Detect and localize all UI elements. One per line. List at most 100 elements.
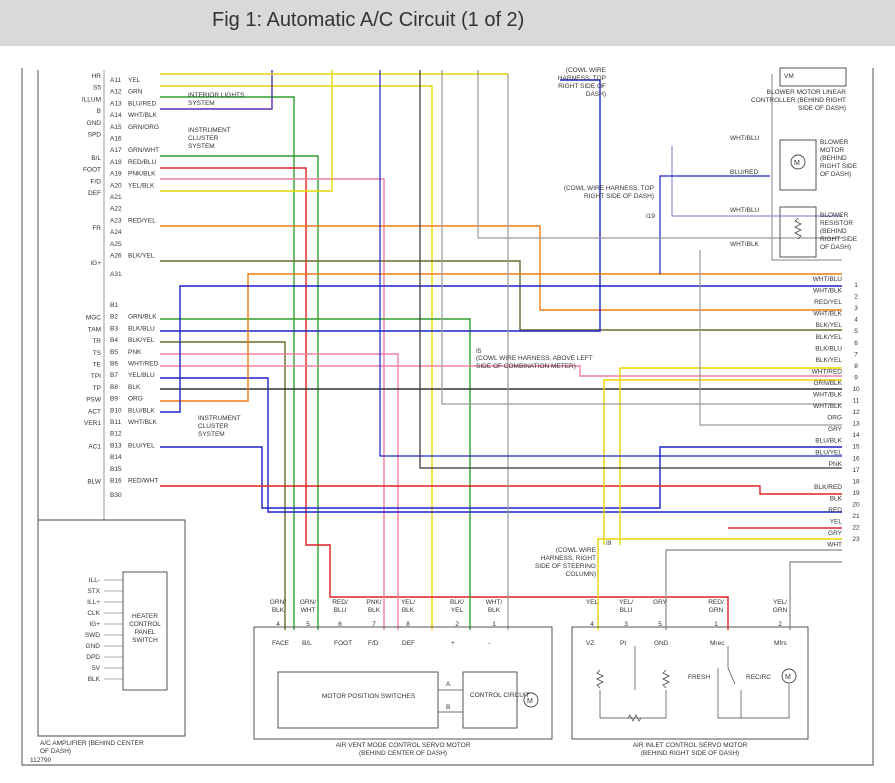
diagram-frame — [21, 68, 874, 766]
amp-terminal-label: BLW — [87, 479, 101, 486]
panel-pin-label: ILL+ — [87, 599, 100, 606]
inlet-pin-number: 1 — [714, 621, 718, 628]
wire — [160, 96, 295, 630]
inlet-wire-label: YEL/ — [773, 599, 787, 606]
motor-switches-label: MOTOR POSITION SWITCHES — [322, 693, 416, 700]
wire-color-label: BLU/BLK — [128, 407, 155, 414]
wire — [441, 70, 842, 405]
right-pin-number: 13 — [852, 421, 860, 428]
right-pin-number: 19 — [852, 490, 860, 497]
pin-number: A15 — [110, 124, 122, 131]
inlet-terminal: Mfrs — [774, 640, 787, 647]
wire-color-label: ORG — [128, 396, 143, 403]
pin-number: B4 — [110, 337, 118, 344]
right-wire-color: BLK/YEL — [816, 322, 843, 329]
wire-group — [160, 70, 842, 630]
panel-pin-label: GND — [86, 643, 101, 650]
amp-terminal-label: TS — [93, 350, 102, 357]
wire — [771, 74, 842, 261]
amp-terminal-label: S5 — [93, 85, 101, 92]
wire — [160, 225, 842, 311]
panel-pin-label: IG+ — [89, 621, 100, 628]
inlet-wire-label: YEL/ — [619, 599, 633, 606]
panel-pin-label: BLK — [88, 676, 101, 683]
wire — [160, 285, 842, 413]
wire-color-label: WHT/BLK — [128, 419, 158, 426]
wire-color-label: BLU/RED — [128, 100, 156, 107]
wire-b: B — [446, 704, 450, 711]
wire-color-label: RED/YEL — [128, 217, 156, 224]
pin-number: B5 — [110, 349, 118, 356]
panel-pin-label: STX — [87, 588, 100, 595]
vent-terminal: + — [451, 640, 455, 647]
i5-label: I5 — [476, 348, 482, 355]
right-pin-number: 23 — [852, 536, 860, 543]
inlet-wire-label: GRN — [773, 607, 788, 614]
pin-number: B2 — [110, 314, 118, 321]
wire-color-label: BLK/YEL — [128, 253, 155, 260]
pin-number: B6 — [110, 361, 118, 368]
wire — [379, 70, 842, 457]
inlet-terminal: Mrec — [710, 640, 725, 647]
pin-number: A21 — [110, 194, 122, 201]
inlet-wire-label: GRY — [653, 599, 668, 606]
vent-pin-number: 6 — [338, 621, 342, 628]
panel-pin-label: 5V — [92, 665, 101, 672]
pin-number: B8 — [110, 384, 118, 391]
heater-panel-box — [122, 571, 168, 691]
inlet-wire-label: GRN — [709, 607, 724, 614]
wire-color-label: GRN/ORG — [128, 124, 159, 131]
amp-terminal-label: F/D — [91, 178, 102, 185]
inlet-terminal: Pt — [620, 640, 626, 647]
vent-wire-label: PNK/ — [366, 599, 381, 606]
wire — [160, 70, 333, 192]
amp-terminal-label: GND — [87, 120, 102, 127]
wire — [160, 318, 471, 630]
vent-wire-label: GRN/ — [270, 599, 286, 606]
wire — [160, 260, 842, 331]
inlet-pin-number: 4 — [590, 621, 594, 628]
vent-pin-number: 4 — [276, 621, 280, 628]
pin-number: A11 — [110, 77, 121, 84]
right-wire-color: WHT/BLK — [813, 311, 843, 318]
wht-blu-2-label: WHT/BLU — [730, 207, 760, 214]
amp-terminal-label: IG+ — [90, 260, 101, 267]
right-pin-number: 15 — [852, 444, 860, 451]
vent-wire-label: RED/ — [332, 599, 348, 606]
i9-label: I9 — [606, 540, 612, 547]
wire-color-label: BLU/YEL — [128, 442, 155, 449]
wire-color-label: BLK/YEL — [128, 337, 155, 344]
right-wire-color: RED/YEL — [814, 299, 842, 306]
right-pin-number: 10 — [852, 386, 860, 393]
vent-m: M — [527, 698, 533, 705]
pin-number: A26 — [110, 253, 122, 260]
vent-terminal: FACE — [272, 640, 290, 647]
vent-pin-number: 5 — [306, 621, 310, 628]
right-pin-number: 21 — [852, 513, 860, 520]
inlet-terminal: GND — [654, 640, 669, 647]
pin-number: A12 — [110, 89, 122, 96]
right-wire-color: ORG — [827, 415, 842, 422]
pin-number: A14 — [110, 112, 122, 119]
wire-color-label: WHT/BLK — [128, 112, 158, 119]
rec-label: REC/RC — [746, 674, 771, 681]
wire — [160, 365, 842, 377]
wire — [789, 561, 842, 630]
right-pin-number: 3 — [854, 305, 858, 312]
wire — [160, 446, 842, 509]
vent-terminal: DEF — [402, 640, 415, 647]
right-wire-color: RED — [828, 507, 842, 514]
vent-wire-label: BLK — [488, 607, 501, 614]
right-pin-number: 9 — [854, 374, 858, 381]
wire — [659, 175, 770, 274]
wire-color-label: PNK/BLK — [128, 171, 156, 178]
right-pin-number: 18 — [852, 478, 860, 485]
wire-color-label: GRN — [128, 89, 143, 96]
wire — [671, 146, 842, 217]
right-wire-color: BLK — [830, 495, 843, 502]
panel-pin-label: CLK — [87, 610, 100, 617]
